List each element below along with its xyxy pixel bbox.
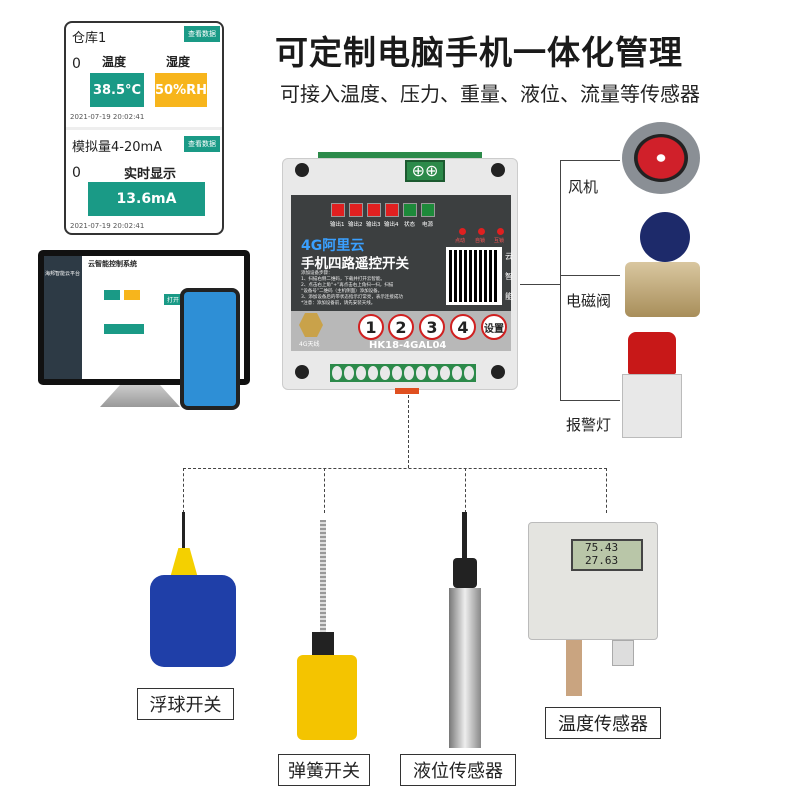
settings-button[interactable]: 设置	[481, 314, 507, 340]
qr-code[interactable]	[446, 247, 502, 305]
solenoid-valve-image	[640, 212, 690, 262]
brand: 4G阿里云	[301, 238, 365, 254]
sidebar-title: 海邦智能云平台	[45, 271, 81, 277]
timestamp: 2021-07-19 20:02:41	[70, 113, 145, 121]
antenna-label: 4G天线	[299, 341, 320, 348]
mode-label: 点动	[455, 238, 466, 244]
level-sensor-label: 液位传感器	[400, 754, 516, 786]
led-label: 状态	[404, 222, 416, 228]
float-switch-label: 浮球开关	[137, 688, 234, 720]
led-label: 输出3	[366, 222, 381, 228]
mode-label: 互锁	[494, 238, 505, 244]
antenna-connector	[299, 313, 323, 337]
power-terminal: ⊕⊕	[405, 160, 445, 182]
button-3[interactable]: 3	[419, 314, 445, 340]
fan-image	[622, 122, 700, 194]
led-label: 输出4	[384, 222, 399, 228]
spring-switch-label: 弹簧开关	[278, 754, 370, 786]
count: 0	[72, 165, 81, 181]
alarm-light-label: 报警灯	[566, 416, 612, 434]
group-name: 模拟量4-20mA	[72, 140, 163, 155]
timestamp: 2021-07-19 20:02:41	[70, 222, 145, 230]
smartphone	[180, 288, 240, 410]
temp-label: 温度	[102, 55, 127, 69]
view-data-button[interactable]: 查看数据	[184, 26, 220, 42]
headline: 可定制电脑手机一体化管理	[275, 33, 683, 72]
system-title: 云智能控制系统	[88, 260, 137, 268]
model-number: HK18-4GAL04	[369, 340, 447, 351]
temperature-sensor-label: 温度传感器	[545, 707, 661, 739]
hum-label: 湿度	[166, 55, 191, 69]
monitor-stand	[100, 385, 180, 407]
hum-value: 50%RH	[155, 73, 207, 107]
subheadline: 可接入温度、压力、重量、液位、流量等传感器	[280, 82, 700, 106]
temperature-sensor-image: 75.43 27.63	[528, 522, 658, 640]
led-label: 输出1	[330, 222, 345, 228]
valve-label: 电磁阀	[566, 292, 612, 310]
side-text: 云智能	[505, 252, 513, 301]
display-value: 13.6mA	[88, 182, 205, 216]
button-4[interactable]: 4	[450, 314, 476, 340]
temp-value: 38.5°C	[90, 73, 144, 107]
view-data-button[interactable]: 查看数据	[184, 136, 220, 152]
float-switch-image	[150, 575, 236, 667]
controller-device: 输出1 输出2 输出3 输出4 状态 电源 点动 自锁 互锁 4G阿里云 手机四…	[282, 158, 518, 390]
divider	[66, 127, 222, 130]
group-name: 仓库1	[72, 31, 107, 46]
led-label: 电源	[422, 222, 434, 228]
fan-label: 风机	[568, 178, 599, 196]
phone-app-card: 仓库1 查看数据 0 温度 湿度 38.5°C 50%RH 2021-07-19…	[64, 21, 224, 235]
spring-switch-image	[297, 655, 357, 740]
button-1[interactable]: 1	[358, 314, 384, 340]
device-name: 手机四路遥控开关	[301, 256, 409, 272]
count: 0	[72, 56, 81, 72]
open-button[interactable]: 打开	[164, 294, 183, 305]
din-clip	[395, 388, 419, 394]
display-line: 75.43	[585, 541, 619, 554]
button-2[interactable]: 2	[388, 314, 414, 340]
level-sensor-image	[449, 588, 481, 748]
display-label: 实时显示	[124, 167, 177, 182]
instructions: 添加设备步骤：1、扫描右侧二维码，下载并打开云智能。2、点击右上角“+”再点击右…	[301, 271, 403, 306]
led-label: 输出2	[348, 222, 363, 228]
mode-label: 自锁	[475, 238, 486, 244]
alarm-light-image	[628, 332, 676, 374]
display-line: 27.63	[585, 554, 619, 567]
terminal-block	[330, 364, 476, 382]
